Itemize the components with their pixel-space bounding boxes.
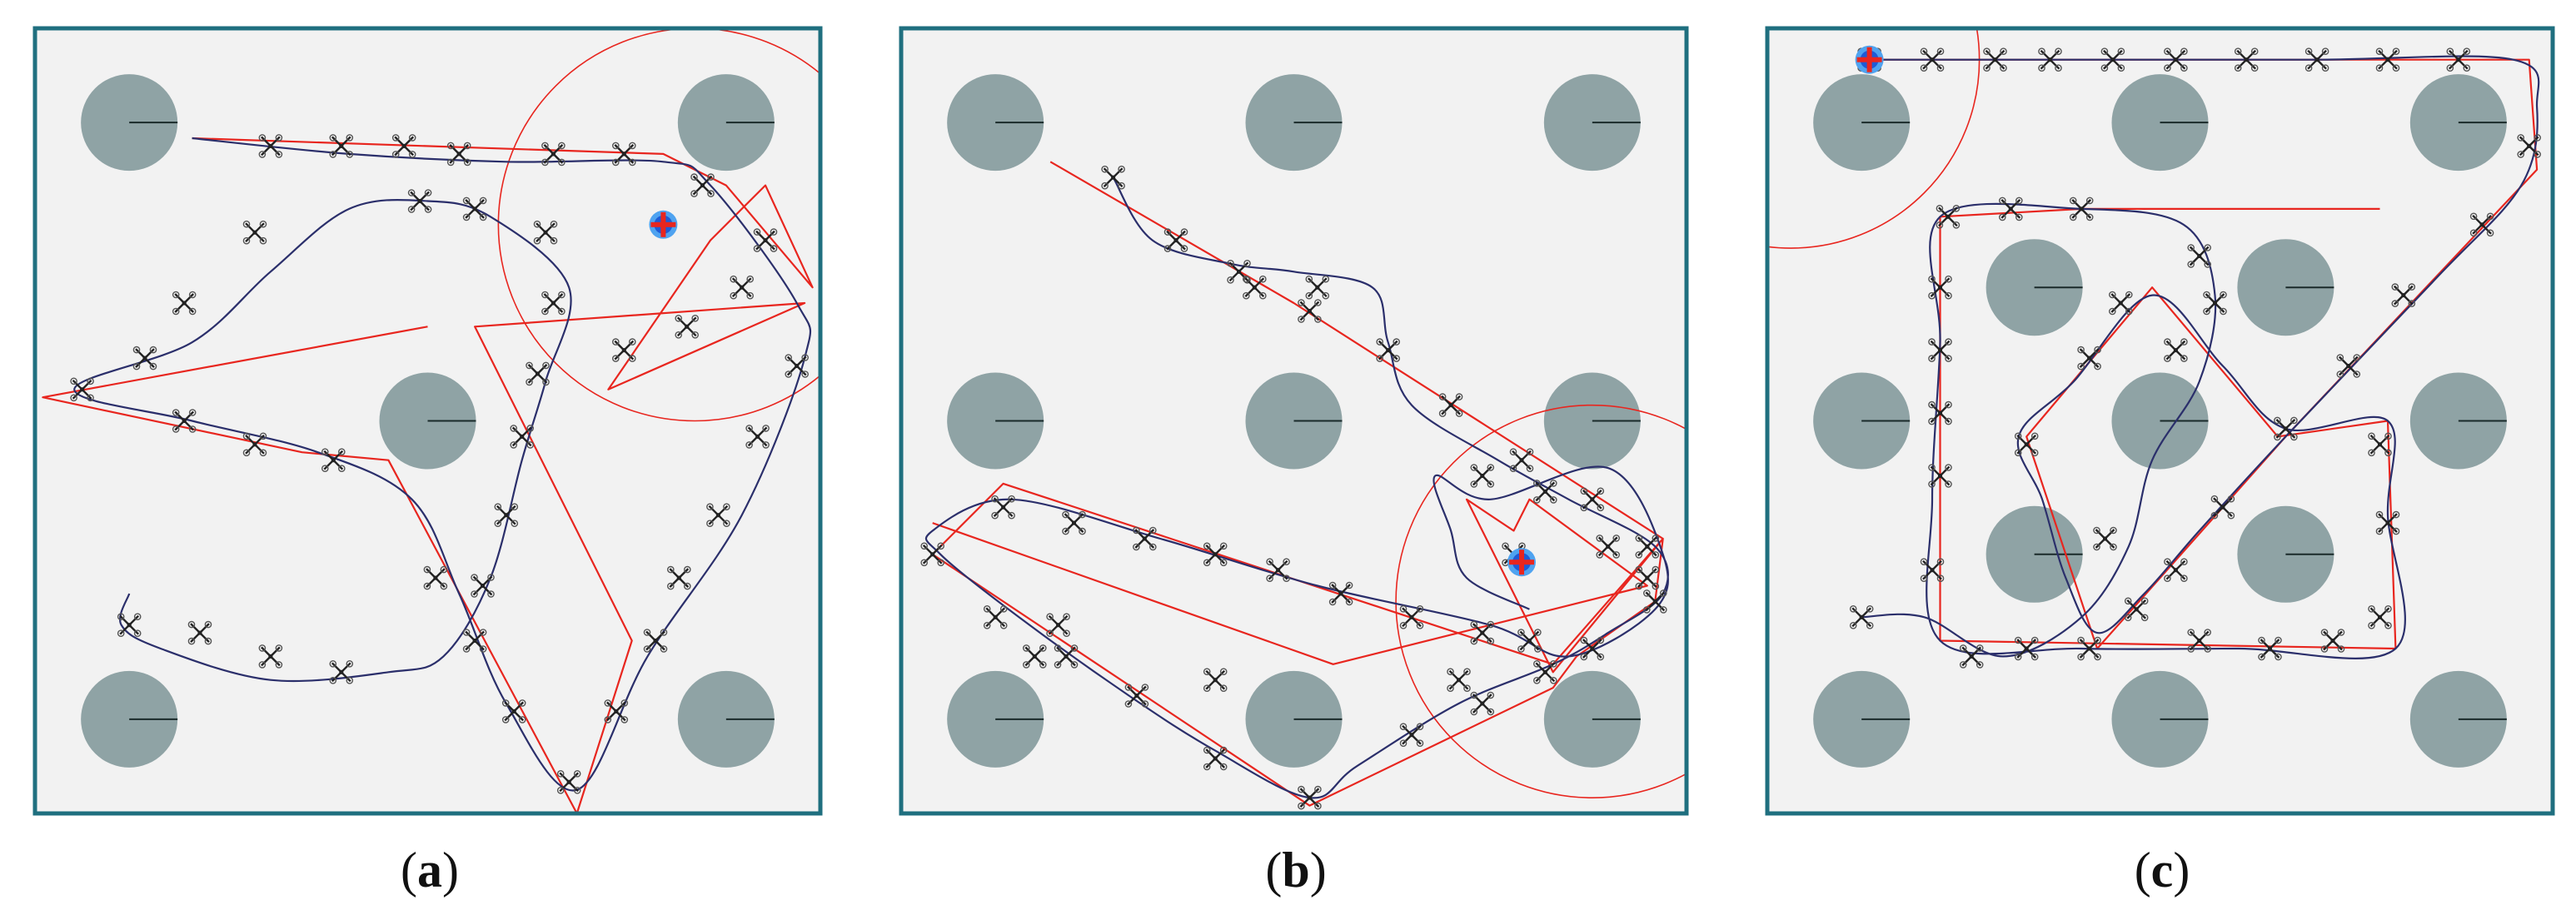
- robot-marker-bar-h: [650, 221, 676, 227]
- panel-b-caption-letter: b: [1282, 843, 1309, 898]
- obstacle-b-6: [947, 670, 1044, 768]
- robot-marker-icon: [1855, 45, 1884, 74]
- obstacle-c-9: [2237, 505, 2334, 603]
- obstacle-c-1: [2111, 74, 2209, 172]
- panel-b-caption: (b): [1265, 843, 1326, 898]
- panel-c-caption-letter: c: [2151, 843, 2174, 898]
- obstacle-b-0: [947, 74, 1044, 172]
- arena-frame-b: [899, 26, 1689, 816]
- robot-marker-icon: [1507, 548, 1536, 577]
- obstacle-c-0: [1813, 74, 1911, 172]
- panel-a-caption: (a): [401, 843, 459, 898]
- obstacle-b-4: [1245, 372, 1343, 470]
- obstacle-b-3: [947, 372, 1044, 470]
- panel-b: [899, 26, 1689, 816]
- obstacle-c-3: [1986, 239, 2083, 336]
- plot-area-b: [919, 161, 1687, 810]
- obstacle-c-10: [1813, 670, 1911, 768]
- plot-area-a: [42, 28, 820, 813]
- actual-trajectory: [1861, 55, 2540, 659]
- arena-frame-a: [32, 26, 823, 816]
- obstacle-c-4: [2237, 239, 2334, 336]
- robot-marker-icon: [649, 210, 678, 239]
- obstacle-b-7: [1245, 670, 1343, 768]
- arena-frame-c: [1765, 26, 2555, 816]
- obstacle-c-6: [2111, 372, 2209, 470]
- obstacle-a-3: [677, 74, 775, 172]
- obstacle-c-5: [1813, 372, 1911, 470]
- obstacle-c-12: [2409, 670, 2507, 768]
- panel-c-caption: (c): [2135, 843, 2190, 898]
- plot-area-c: [1767, 28, 2542, 669]
- panel-a: [32, 26, 823, 816]
- obstacle-c-7: [2409, 372, 2507, 470]
- panel-c: [1765, 26, 2555, 816]
- sensing-range-circle: [1395, 404, 1687, 798]
- obstacle-c-2: [2409, 74, 2507, 172]
- obstacle-b-2: [1543, 74, 1641, 172]
- obstacle-a-4: [677, 670, 775, 768]
- obstacle-c-8: [1986, 505, 2083, 603]
- sensing-range-circle: [497, 28, 820, 422]
- robot-marker-bar-h: [1509, 559, 1534, 565]
- reference-path: [42, 137, 814, 813]
- obstacle-b-1: [1245, 74, 1343, 172]
- obstacle-a-0: [81, 74, 178, 172]
- actual-trajectory: [924, 177, 1669, 799]
- obstacle-b-8: [1543, 670, 1641, 768]
- robot-marker-bar-h: [1856, 57, 1882, 62]
- panel-a-caption-letter: a: [417, 843, 442, 898]
- obstacle-c-11: [2111, 670, 2209, 768]
- obstacle-b-5: [1543, 372, 1641, 470]
- obstacle-a-2: [81, 670, 178, 768]
- obstacle-a-1: [379, 372, 476, 470]
